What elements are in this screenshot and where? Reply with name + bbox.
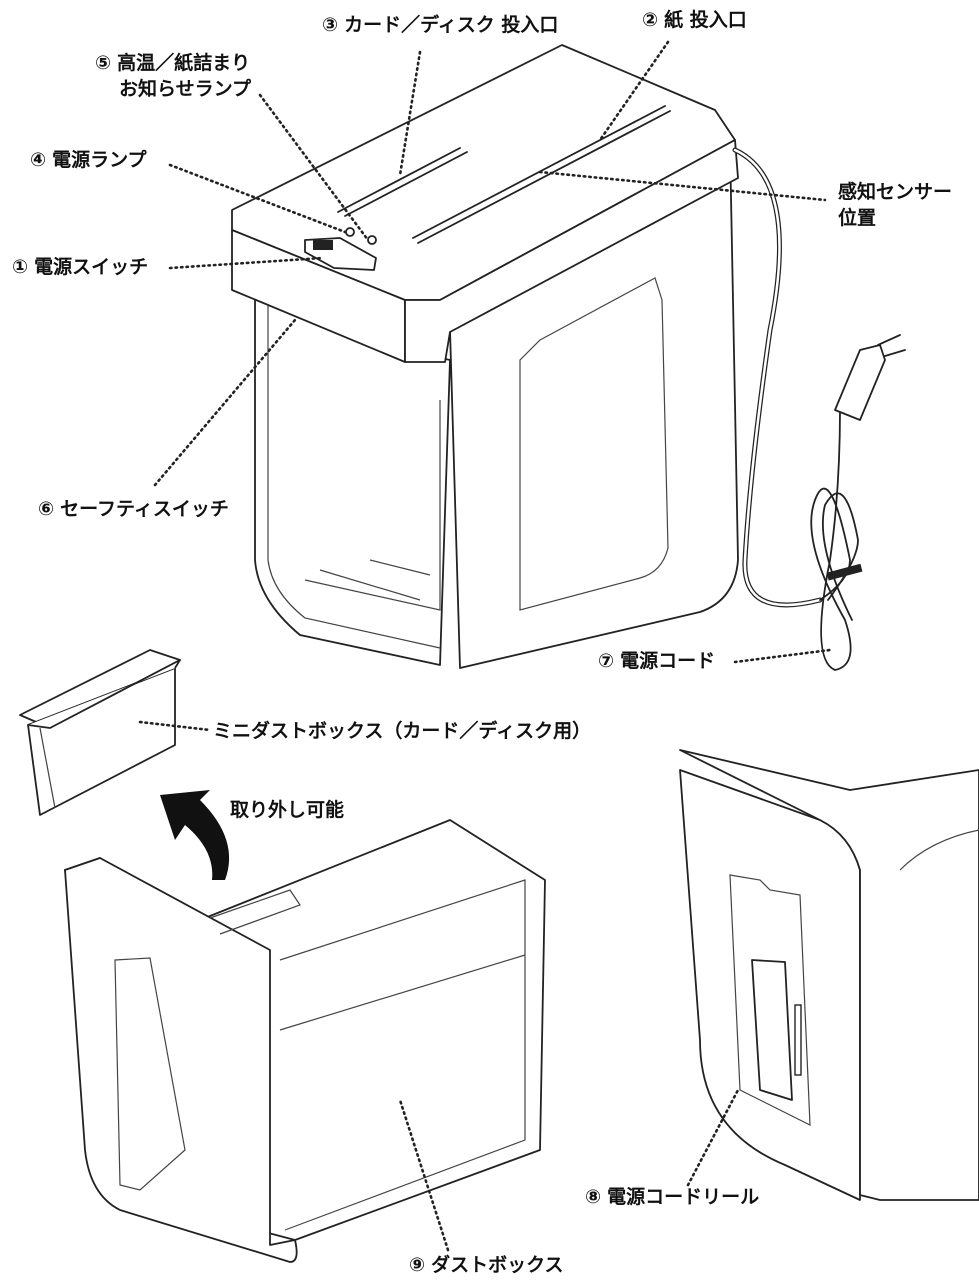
- shredder-main-unit: [231, 44, 906, 671]
- mini-dust-box-label: ミニダストボックス（カード／ディスク用）: [213, 720, 592, 742]
- mini-dust-box: [19, 649, 181, 816]
- removable-arrow: [160, 790, 230, 880]
- leader-lines: [138, 40, 832, 1252]
- sensor-label-line2: 位置: [838, 207, 877, 229]
- cord-reel-detail: [679, 749, 979, 1201]
- dust-box: [64, 819, 546, 1263]
- removable-label: 取り外し可能: [230, 799, 345, 821]
- temp-lamp-label-line2: お知らせランプ: [119, 78, 252, 100]
- sensor-label: 感知センサー: [838, 181, 953, 203]
